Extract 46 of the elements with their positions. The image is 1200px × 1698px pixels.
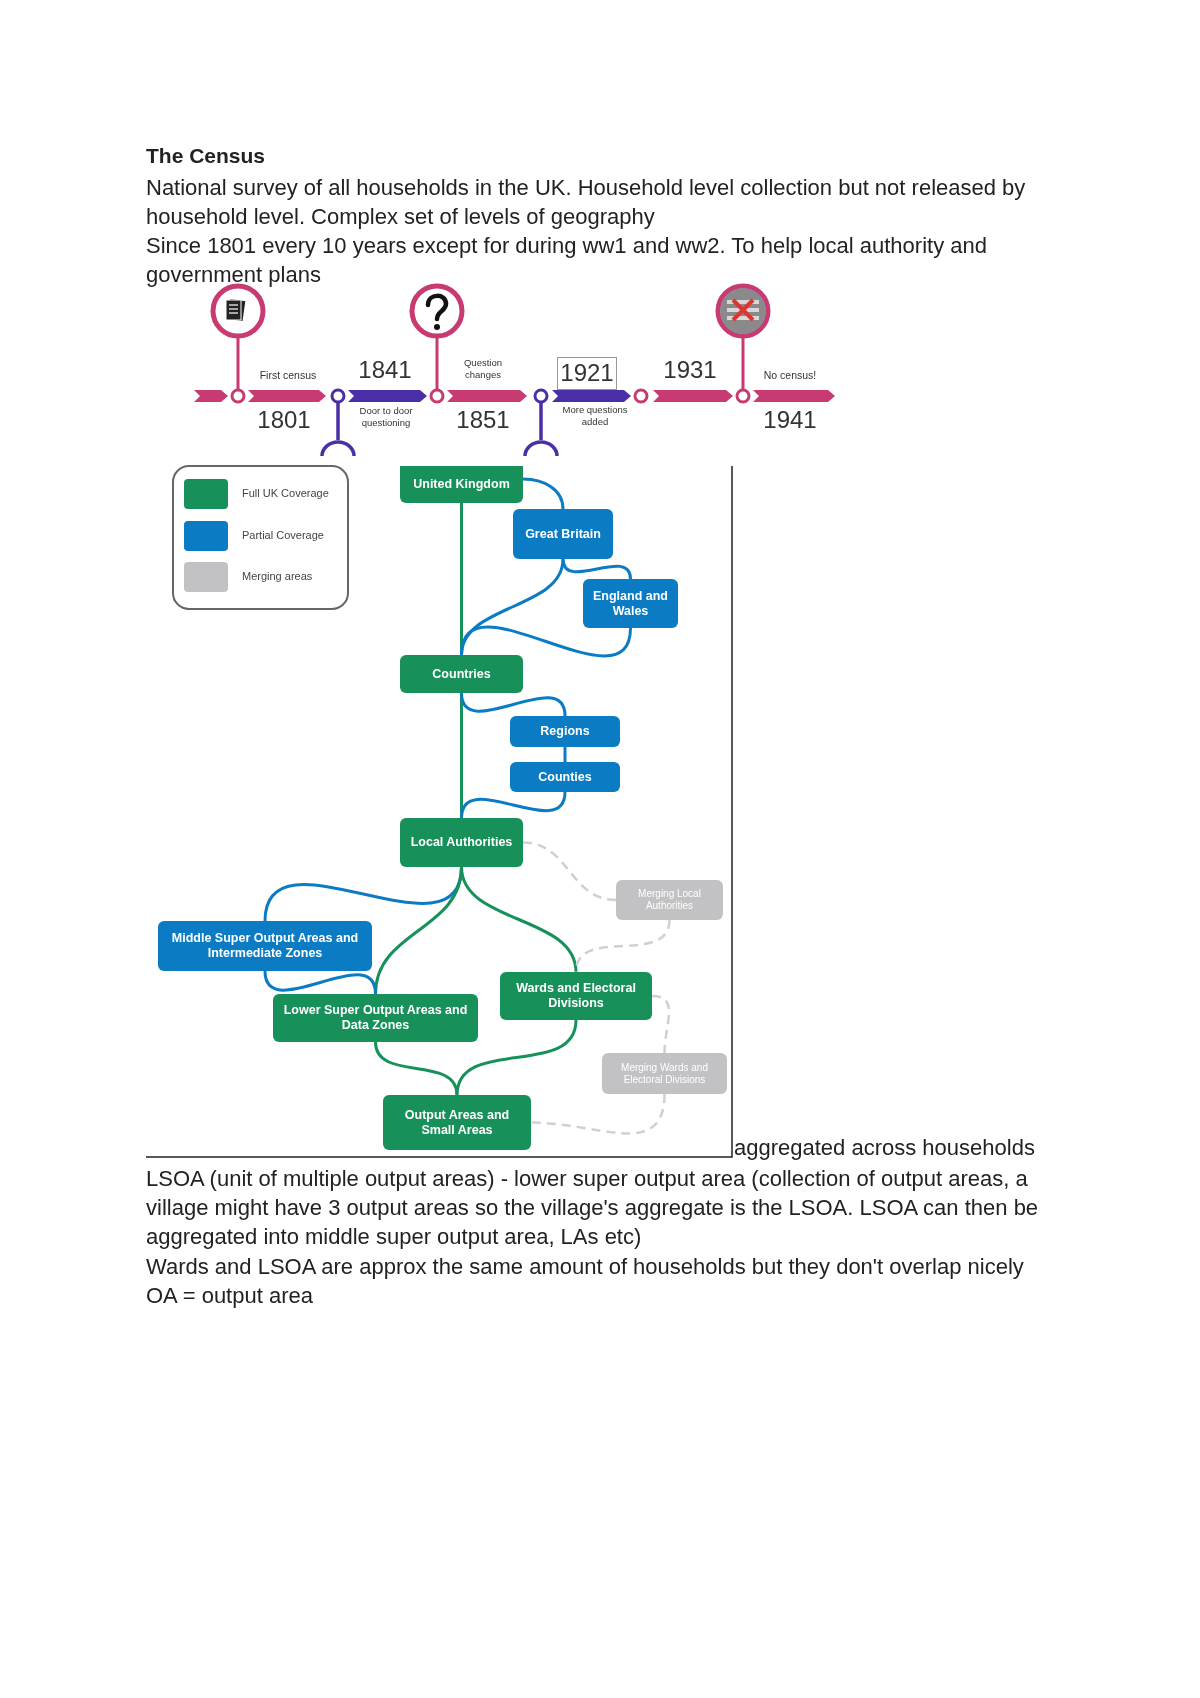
year-label: 1801: [256, 406, 312, 435]
year-label: 1941: [762, 406, 818, 435]
year-label: 1851: [455, 406, 511, 435]
connector-line: [460, 866, 578, 973]
full-coverage-box: United Kingdom: [400, 466, 523, 503]
connector-line: [530, 1093, 666, 1135]
partial-coverage-box: Counties: [510, 762, 620, 792]
full-coverage-box: Lower Super Output Areas and Data Zones: [273, 994, 478, 1042]
partial-coverage-box: Middle Super Output Areas and Intermediate Zones: [158, 921, 372, 971]
connector-line: [574, 919, 671, 973]
timeline-label: More questions added: [561, 404, 629, 428]
paragraph: Wards and LSOA are approx the same amount of households but they don't overlap nicely: [146, 1253, 1025, 1281]
merging-area-box: Merging Wards and Electoral Divisions: [602, 1053, 727, 1094]
connector-line: [460, 625, 632, 658]
timeline-label: Door to door questioning: [358, 405, 414, 429]
paragraph: Since 1801 every 10 years except for during ww1 and ww2. To help local authority and government plans: [146, 232, 988, 289]
full-coverage-box: Output Areas and Small Areas: [383, 1095, 531, 1150]
paragraph: LSOA (unit of multiple output areas) - lower super output area (collection of output areas, a village might have 3 output areas so the village's aggregate is the LSOA. LSOA can then be aggregated into middle super output area, LAs etc): [146, 1165, 1040, 1251]
timeline-label: No census!: [762, 369, 818, 382]
title: The Census: [146, 144, 266, 168]
connector-line: [563, 747, 567, 762]
partial-coverage-box: Great Britain: [513, 509, 613, 559]
full-coverage-box: Countries: [400, 655, 523, 693]
partial-coverage-box: Regions: [510, 716, 620, 747]
legend-label: Full UK Coverage: [242, 487, 329, 499]
timeline-label: First census: [258, 369, 318, 382]
merging-area-box: Merging Local Authorities: [616, 880, 723, 920]
full-coverage-box: Wards and Electoral Divisions: [500, 972, 652, 1020]
paragraph: aggregated across households: [734, 1135, 1036, 1161]
year-label: 1931: [662, 356, 718, 385]
connector-line: [460, 791, 567, 819]
connector-line: [374, 1041, 459, 1096]
legend-label: Partial Coverage: [242, 529, 324, 541]
legend-label: Merging areas: [242, 570, 313, 582]
paragraph: OA = output area: [146, 1282, 314, 1310]
connector-line: [455, 1019, 578, 1096]
connector-line: [522, 841, 617, 902]
full-coverage-box: Local Authorities: [400, 818, 523, 867]
connector-line: [460, 692, 567, 717]
connector-line: [651, 994, 671, 1054]
year-label: 1841: [357, 356, 413, 385]
connector-line: [522, 477, 565, 510]
paragraph: National survey of all households in the UK. Household level collection but not released by household level. Complex set of levels of geography: [146, 174, 1027, 231]
timeline-label: Question changes: [463, 357, 503, 381]
partial-coverage-box: England and Wales: [583, 579, 678, 628]
year-label: 1921: [557, 357, 617, 390]
